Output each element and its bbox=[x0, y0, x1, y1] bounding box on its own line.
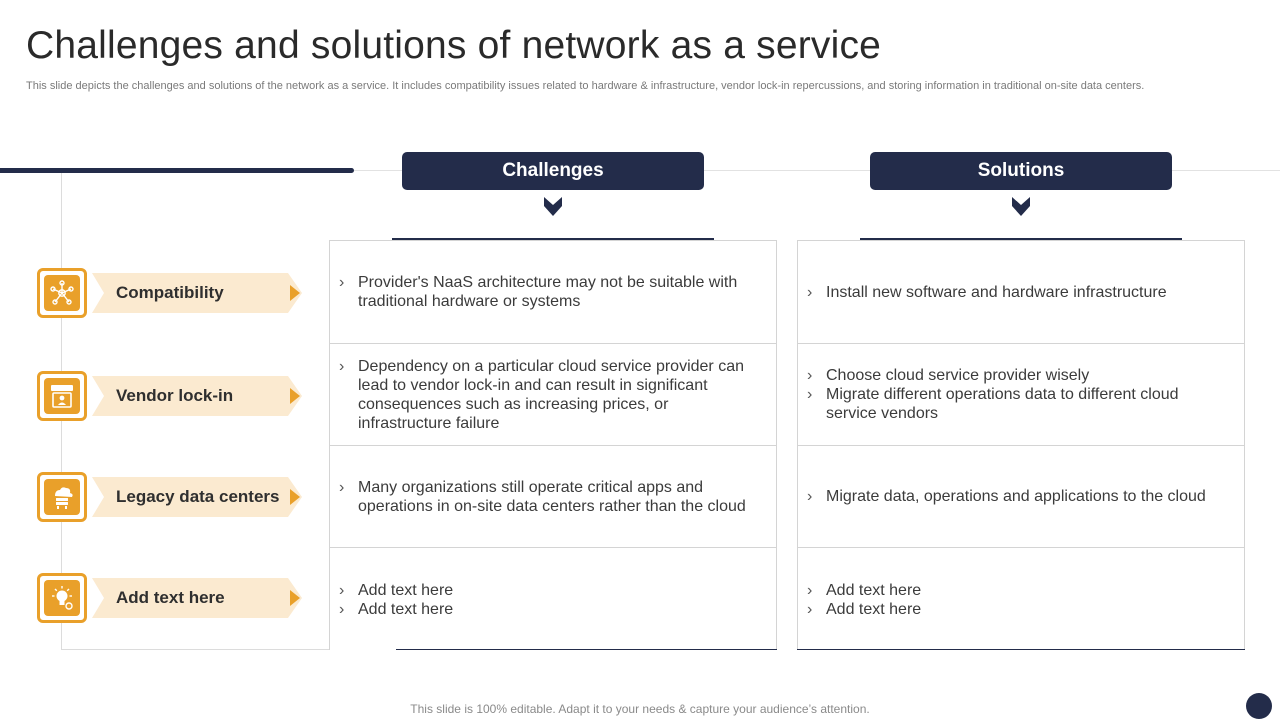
challenge-cell-vendor-lock-in: › Dependency on a particular cloud servic… bbox=[330, 344, 776, 446]
solutions-column: › Install new software and hardware infra… bbox=[797, 240, 1245, 650]
list-item: › Dependency on a particular cloud servic… bbox=[339, 357, 764, 433]
row-icon-legacy-data-centers bbox=[37, 472, 87, 522]
store-vendor-icon bbox=[51, 385, 73, 408]
label-tag-shape bbox=[92, 578, 302, 618]
bullet-marker: › bbox=[339, 581, 345, 599]
slide-title: Challenges and solutions of network as a… bbox=[26, 24, 882, 67]
bullet-text: Add text here bbox=[826, 581, 922, 599]
bullet-marker: › bbox=[339, 600, 345, 618]
chevron-down-icon bbox=[1012, 197, 1030, 216]
list-item: › Choose cloud service provider wisely bbox=[807, 366, 1232, 385]
bullet-text: Choose cloud service provider wisely bbox=[826, 367, 1090, 384]
left-bottom-line bbox=[61, 649, 397, 650]
solution-cell-vendor-lock-in: › Choose cloud service provider wisely › M… bbox=[798, 344, 1244, 446]
slide-subtitle: This slide depicts the challenges and so… bbox=[26, 80, 1145, 92]
bullet-text: Migrate different operations data to dif… bbox=[826, 386, 1179, 422]
bullet-text: Provider's NaaS architecture may not be … bbox=[358, 274, 738, 310]
bullet-marker: › bbox=[339, 274, 345, 291]
challenges-header: Challenges bbox=[402, 152, 704, 190]
slide-footer: This slide is 100% editable. Adapt it to… bbox=[410, 702, 870, 716]
bullet-text: Add text here bbox=[358, 600, 454, 618]
bullet-text: Add text here bbox=[826, 600, 922, 618]
label-tag-shape bbox=[92, 376, 302, 416]
page-indicator-dot bbox=[1246, 693, 1272, 719]
header-divider bbox=[354, 170, 1280, 171]
row-label-vendor-lock-in: Vendor lock-in bbox=[92, 376, 302, 416]
list-item: › Add text here bbox=[339, 581, 764, 600]
list-item: › Many organizations still operate critic… bbox=[339, 478, 764, 516]
solution-cell-add-text: › Add text here › Add text here bbox=[798, 548, 1244, 651]
network-nodes-icon bbox=[50, 280, 74, 305]
bullet-text: Migrate data, operations and application… bbox=[826, 488, 1206, 505]
list-item: › Provider's NaaS architecture may not be… bbox=[339, 273, 764, 311]
bullet-marker: › bbox=[807, 283, 813, 301]
bullet-text: Install new software and hardware infras… bbox=[826, 283, 1167, 301]
challenge-cell-compatibility: › Provider's NaaS architecture may not be… bbox=[330, 241, 776, 344]
row-icon-compatibility bbox=[37, 268, 87, 318]
challenge-cell-add-text: › Add text here › Add text here bbox=[330, 548, 776, 651]
row-label-text: Legacy data centers bbox=[116, 487, 280, 506]
challenge-cell-legacy-data-centers: › Many organizations still operate critic… bbox=[330, 446, 776, 548]
row-label-text: Vendor lock-in bbox=[116, 386, 234, 405]
list-item: › Migrate data, operations and applicatio… bbox=[807, 487, 1232, 506]
solution-cell-compatibility: › Install new software and hardware infra… bbox=[798, 241, 1244, 344]
chevron-down-icon bbox=[544, 197, 562, 216]
bullet-text: Dependency on a particular cloud service… bbox=[358, 357, 744, 432]
list-item: › Add text here bbox=[807, 600, 1232, 619]
row-label-text: Compatibility bbox=[116, 283, 224, 302]
label-tag-shape bbox=[92, 477, 302, 517]
row-label-legacy-data-centers: Legacy data centers bbox=[92, 477, 302, 517]
bullet-text: Add text here bbox=[358, 581, 454, 599]
solutions-header: Solutions bbox=[870, 152, 1172, 190]
challenges-column: › Provider's NaaS architecture may not be… bbox=[329, 240, 777, 650]
list-item: › Migrate different operations data to di… bbox=[807, 385, 1232, 423]
bullet-text: Many organizations still operate critica… bbox=[358, 478, 746, 515]
row-label-compatibility: Compatibility bbox=[92, 273, 302, 313]
solutions-top-rule bbox=[860, 238, 1182, 241]
list-item: › Install new software and hardware infra… bbox=[807, 283, 1232, 302]
bullet-marker: › bbox=[807, 367, 813, 384]
cloud-server-icon bbox=[55, 487, 73, 509]
lightbulb-idea-icon bbox=[52, 586, 73, 610]
header-accent-bar bbox=[0, 168, 354, 173]
row-icon-add-text bbox=[37, 573, 87, 623]
solutions-bottom-rule bbox=[797, 649, 1245, 650]
solution-cell-legacy-data-centers: › Migrate data, operations and applicatio… bbox=[798, 446, 1244, 548]
bullet-marker: › bbox=[807, 488, 813, 505]
challenges-top-rule bbox=[392, 238, 714, 241]
list-item: › Add text here bbox=[807, 581, 1232, 600]
bullet-marker: › bbox=[339, 357, 345, 375]
label-tag-shape bbox=[92, 273, 302, 313]
row-label-text: Add text here bbox=[116, 588, 225, 607]
row-label-add-text: Add text here bbox=[92, 578, 302, 618]
row-icon-vendor-lock-in bbox=[37, 371, 87, 421]
bullet-marker: › bbox=[807, 581, 813, 599]
list-item: › Add text here bbox=[339, 600, 764, 619]
bullet-marker: › bbox=[807, 386, 813, 403]
bullet-marker: › bbox=[807, 600, 813, 618]
bullet-marker: › bbox=[339, 478, 345, 496]
challenges-bottom-rule bbox=[396, 649, 777, 650]
